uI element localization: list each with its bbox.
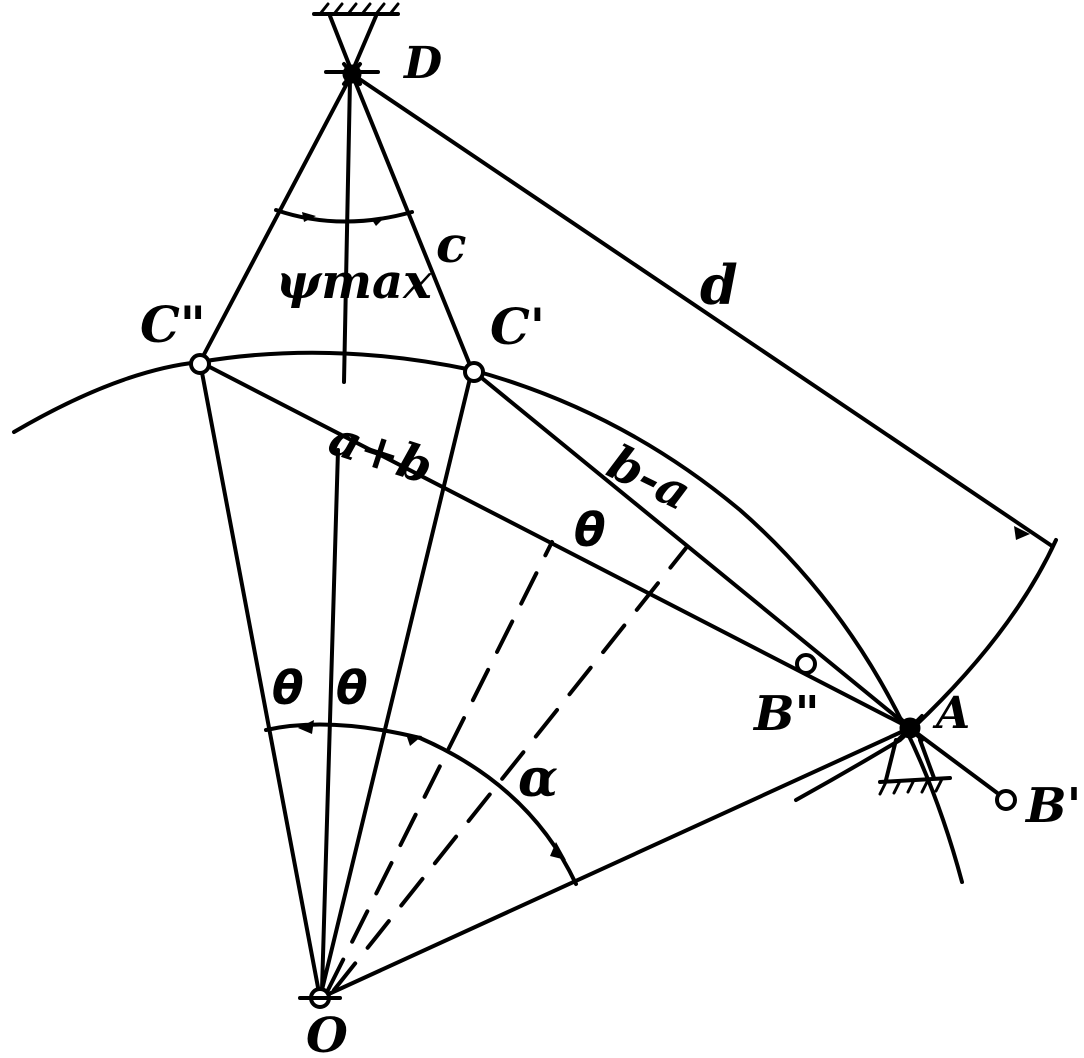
label-O: O: [306, 1008, 348, 1058]
label-B-double-prime: B": [752, 686, 820, 742]
arrow-marker: [1014, 526, 1030, 540]
arc-radius-d: [794, 538, 1058, 802]
label-d: d: [700, 253, 738, 317]
line-O-C-double-prime: [198, 360, 322, 1000]
rocker-arc-C: [12, 350, 964, 884]
arrow-marker: [302, 212, 316, 222]
label-theta-right: θ: [574, 503, 606, 557]
link-D-C-prime: [350, 72, 474, 372]
line-C-prime-A: [470, 368, 912, 730]
label-theta-left-1: θ: [272, 661, 304, 715]
joint-B-prime: [995, 789, 1017, 811]
label-C-prime: C': [490, 297, 545, 356]
label-theta-left-2: θ: [336, 661, 368, 715]
ground-support-D: [312, 2, 400, 74]
bisector-D: [342, 78, 352, 384]
line-O-C-prime: [318, 368, 474, 1000]
label-B-prime: B': [1024, 778, 1081, 834]
line-O-A: [318, 726, 912, 1000]
label-a-plus-b: a+b: [322, 410, 439, 496]
label-A: A: [932, 688, 970, 739]
line-C-double-prime-A: [198, 360, 912, 730]
label-D: D: [402, 38, 442, 89]
joint-C-prime: [463, 361, 485, 383]
frame-D-A: [350, 72, 1054, 548]
arrow-marker: [406, 734, 422, 746]
arrow-marker: [550, 842, 566, 860]
dashed-line-2: [332, 546, 688, 992]
label-c: c: [436, 215, 466, 274]
label-b-minus-a: b-a: [599, 434, 700, 521]
ground-support-A: [878, 738, 952, 796]
arrow-marker: [298, 720, 314, 734]
label-C-double-prime: C": [140, 295, 206, 354]
bisector-O: [320, 448, 340, 992]
joint-C-double-prime: [189, 353, 211, 375]
joint-B-double-prime: [795, 653, 817, 675]
label-psi-max: ψmax: [276, 254, 433, 310]
crank-A-B-prime: [908, 726, 1006, 800]
psi-max-arc: [274, 208, 414, 224]
link-D-C-double-prime: [198, 72, 354, 364]
dashed-line-1: [326, 540, 554, 992]
arrow-marker: [372, 216, 386, 226]
label-alpha: α: [518, 748, 558, 809]
